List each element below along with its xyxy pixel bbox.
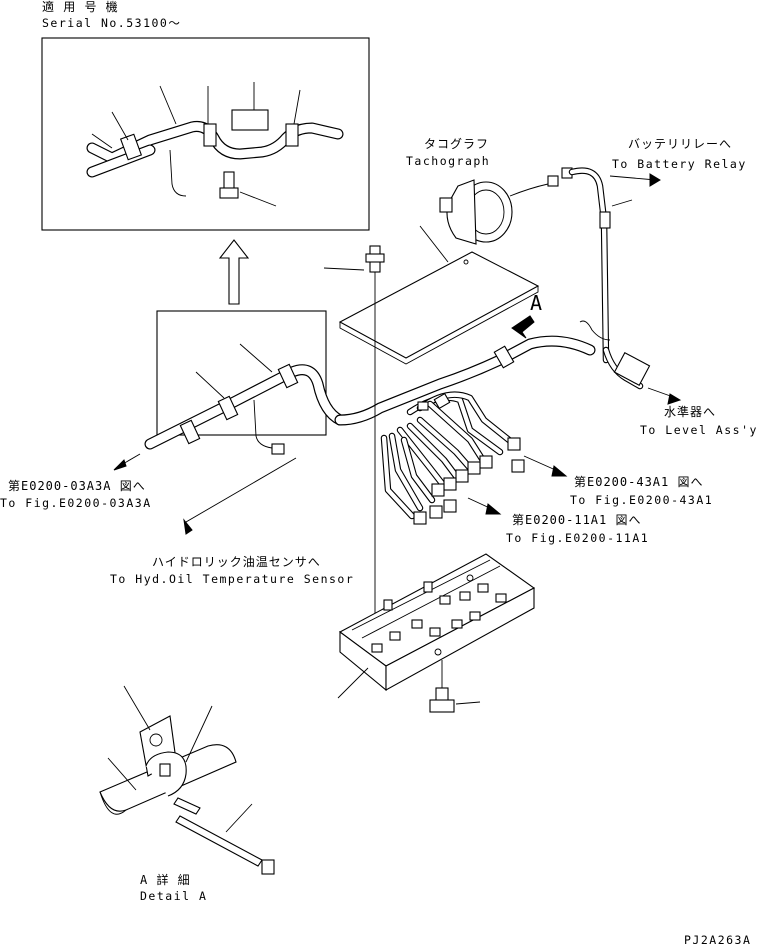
inset-bolt: [223, 171, 235, 191]
detail-a-view: A 詳 細 Detail A: [99, 685, 275, 903]
hyd-sensor-en-label: To Hyd.Oil Temperature Sensor: [110, 572, 354, 586]
tachograph: タコグラフ Tachograph: [406, 137, 573, 245]
inset-bracket: [231, 109, 269, 131]
reference-box: [156, 310, 327, 436]
battery-relay-en-label: To Battery Relay: [612, 157, 747, 171]
inset-clamp-2: [203, 123, 217, 147]
hyd-sensor-jp-label: ハイドロリック油温センサへ: [152, 555, 321, 569]
detail-a-en-label: Detail A: [140, 889, 207, 903]
inset-clamp-1: [119, 133, 143, 161]
fig11-en-label: To Fig.E0200-11A1: [506, 531, 649, 545]
view-a-arrow: [511, 315, 535, 339]
level-jp-label: 水準器へ: [664, 404, 716, 419]
battery-relay-jp-label: バッテリリレーへ: [628, 137, 732, 151]
tachograph-jp-label: タコグラフ: [424, 137, 489, 151]
up-arrow: [218, 239, 250, 305]
serial-inset-frame: [41, 37, 370, 231]
fig43-en-label: To Fig.E0200-43A1: [570, 493, 713, 507]
fig03-en-label: To Fig.E0200-03A3A: [0, 496, 152, 510]
detail-a-jp-label: A 詳 細: [140, 872, 191, 887]
fig11-jp-label: 第E0200-11A1 図へ: [512, 513, 641, 527]
tachograph-en-label: Tachograph: [406, 154, 490, 168]
applicable-serial-jp-label: 適 用 号 機: [42, 0, 119, 14]
inset-clamp-3: [285, 123, 299, 147]
serial-number-label: Serial No.53100～: [42, 16, 181, 30]
fig03-jp-label: 第E0200-03A3A 図へ: [8, 479, 146, 493]
relay-tray: [337, 553, 536, 699]
level-en-label: To Level Ass'y: [640, 423, 758, 437]
fig43-jp-label: 第E0200-43A1 図へ: [574, 475, 703, 489]
serial-variant-inset: 適 用 号 機 Serial No.53100～: [41, 0, 370, 231]
drawing-code: PJ2A263A: [684, 933, 751, 947]
connector-branches: [380, 391, 525, 525]
view-a-marker: A: [530, 291, 542, 315]
